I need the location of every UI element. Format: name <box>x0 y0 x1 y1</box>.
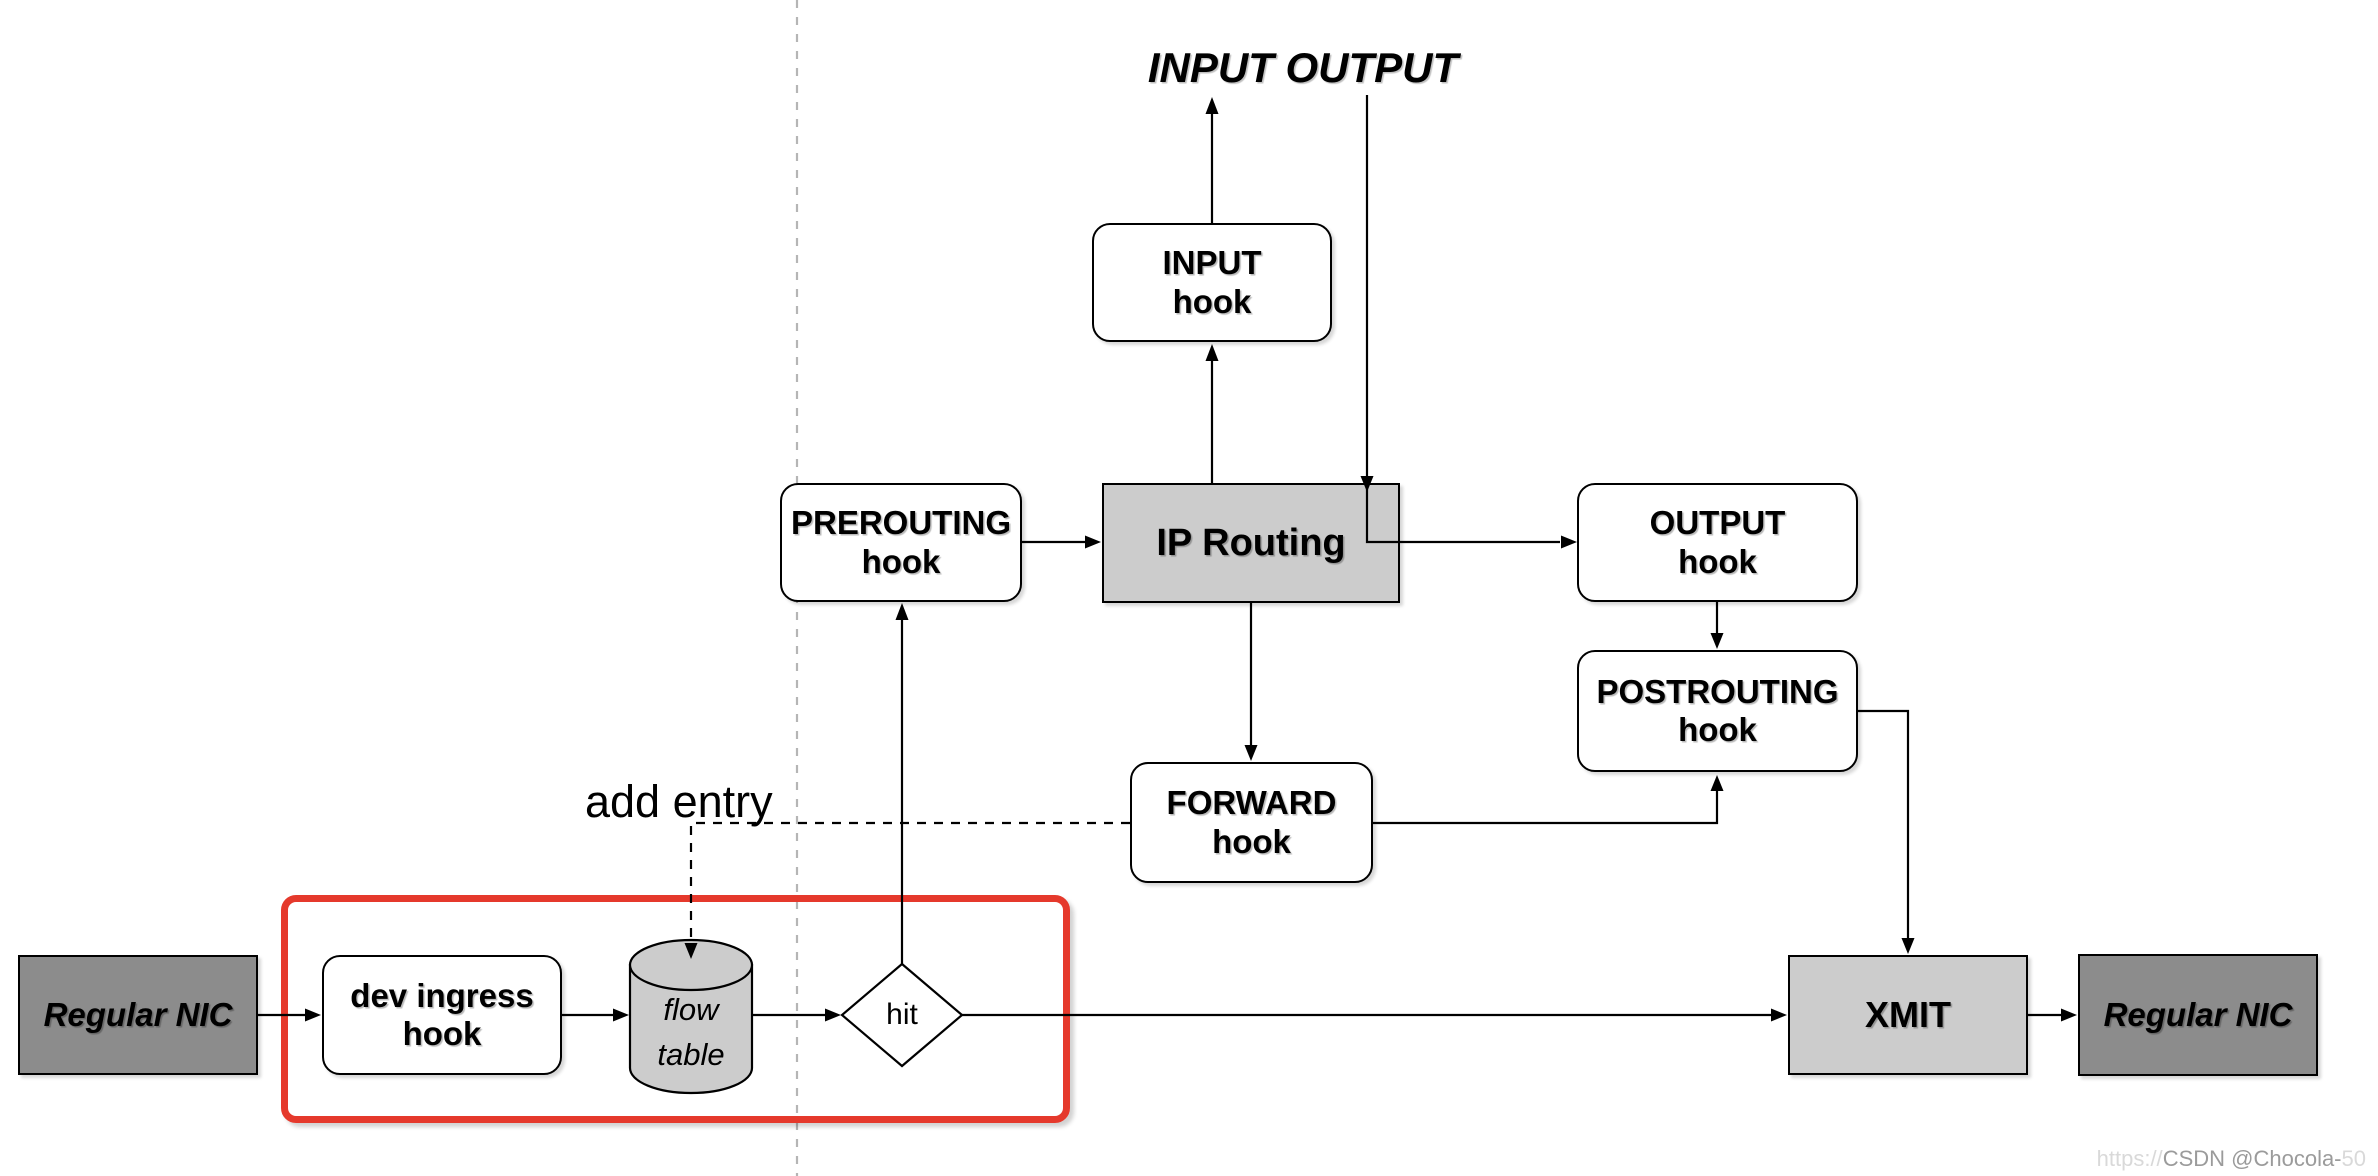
node-label-line1: PREROUTING <box>790 504 1011 542</box>
arrow-down-flowtable <box>684 943 698 959</box>
flow-table-label-line1: flow <box>663 992 719 1027</box>
node-output-hook: OUTPUT hook <box>1577 483 1858 602</box>
fastpath-highlight-frame <box>281 895 1070 1123</box>
node-label-line1: dev ingress <box>350 976 534 1014</box>
node-regular-nic-right: Regular NIC <box>2078 954 2318 1076</box>
csdn-watermark: https://CSDN @Chocola-50 <box>2097 1146 2366 1172</box>
edge-postrouting-to-xmit <box>1858 709 1910 938</box>
flow-table-cylinder <box>628 938 754 1095</box>
arrow-right-iprouting <box>1085 535 1101 549</box>
hit-label: hit <box>886 998 918 1031</box>
node-label-line2: hook <box>1212 822 1291 860</box>
node-dev-ingress-hook: dev ingress hook <box>322 955 562 1075</box>
arrow-down-iprouting-top <box>1360 476 1374 492</box>
add-entry-label: add entry <box>585 776 773 827</box>
arrow-right-devingress <box>305 1008 321 1022</box>
arrow-up-prerouting <box>895 603 909 620</box>
edge-addentry-dashed <box>689 821 1130 943</box>
node-label-line1: INPUT <box>1162 244 1262 282</box>
arrow-right-flowtable <box>613 1008 629 1022</box>
arrow-right-nic <box>2061 1008 2077 1022</box>
node-label: XMIT <box>1865 994 1951 1035</box>
watermark-url-prefix: https:// <box>2096 1146 2163 1171</box>
node-label-line2: hook <box>1172 282 1252 320</box>
node-postrouting-hook: POSTROUTING hook <box>1577 650 1858 772</box>
node-label: Regular NIC <box>2103 996 2293 1033</box>
arrow-up-input <box>1205 97 1219 114</box>
node-forward-hook: FORWARD hook <box>1130 762 1373 883</box>
node-label-line1: POSTROUTING <box>1596 672 1839 710</box>
arrow-down-postrouting <box>1710 633 1724 649</box>
arrowheads <box>305 97 2077 1022</box>
node-label-line1: FORWARD <box>1166 784 1337 822</box>
arrow-up-postrouting <box>1710 775 1724 791</box>
node-input-hook: INPUT hook <box>1092 223 1332 342</box>
node-ip-routing: IP Routing <box>1102 483 1400 603</box>
flow-table-label-line2: table <box>657 1036 725 1072</box>
edge-output-to-outputhook <box>1365 95 1560 544</box>
node-label: IP Routing <box>1156 521 1346 564</box>
hit-decision-diamond <box>840 962 964 1068</box>
arrow-up-inputhook <box>1205 344 1219 361</box>
arrow-right-outputhook <box>1561 535 1577 549</box>
flow-table-label: flow table <box>616 988 766 1078</box>
node-label-line2: hook <box>1678 542 1757 580</box>
node-label-line2: hook <box>861 542 941 580</box>
node-label-line2: hook <box>402 1015 482 1052</box>
watermark-url-suffix: 50 <box>2341 1146 2366 1171</box>
edge-forward-to-postrouting <box>1373 791 1719 825</box>
input-output-top-label: INPUT OUTPUT <box>1147 44 1459 91</box>
arrow-down-forward <box>1244 745 1258 761</box>
watermark-author: CSDN @Chocola- <box>2162 1146 2342 1171</box>
node-label-line1: OUTPUT <box>1649 504 1786 542</box>
node-label: Regular NIC <box>43 996 233 1033</box>
node-regular-nic-left: Regular NIC <box>18 955 258 1075</box>
arrow-right-xmit <box>1771 1008 1787 1022</box>
node-label-line2: hook <box>1678 711 1757 748</box>
arrow-down-xmit <box>1901 938 1915 954</box>
node-xmit: XMIT <box>1788 955 2028 1075</box>
arrow-right-hit <box>825 1008 841 1022</box>
node-prerouting-hook: PREROUTING hook <box>780 483 1022 602</box>
